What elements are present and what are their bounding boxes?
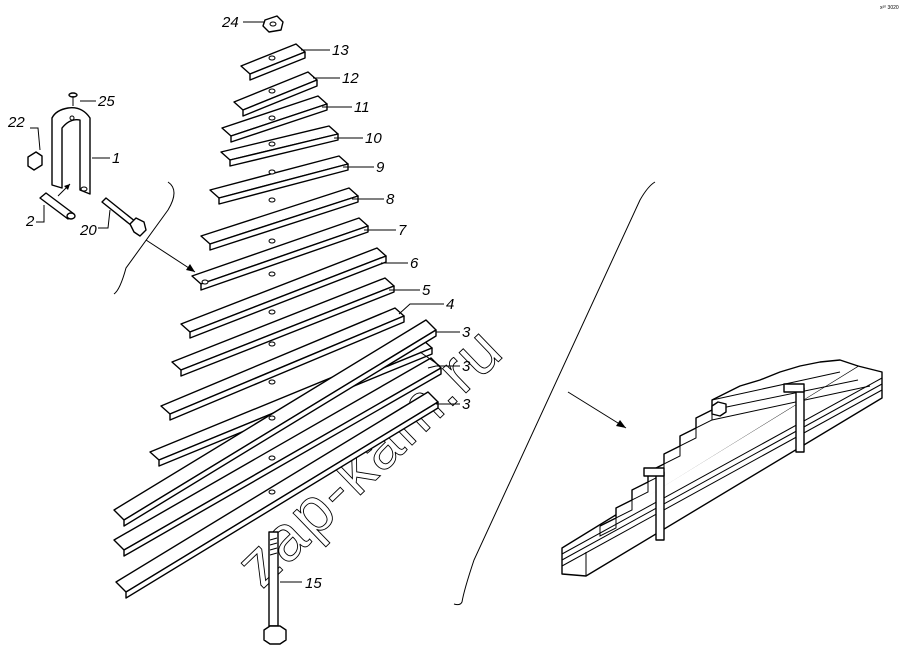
callout-labels: 24 13 12 11 10 9 8 7 6 5 4 3 3 3 22 25 1… xyxy=(7,14,471,592)
nut-22 xyxy=(27,151,43,171)
callout-9: 9 xyxy=(376,159,385,176)
spring-leaf-11 xyxy=(221,95,328,143)
callout-12: 12 xyxy=(342,70,359,87)
callout-24: 24 xyxy=(221,14,239,31)
spring-leaf-3-main-a xyxy=(113,319,437,527)
callout-15: 15 xyxy=(305,575,322,592)
spring-leaf-10 xyxy=(220,125,339,167)
callout-13: 13 xyxy=(332,42,349,59)
spring-leaf-9 xyxy=(209,155,349,205)
assembly-arrowhead xyxy=(616,420,626,428)
spring-leaves-stack xyxy=(113,43,442,599)
clamp-to-leaf-arrowhead xyxy=(186,264,195,272)
callout-6: 6 xyxy=(410,255,419,272)
centre-bolt-15 xyxy=(263,531,287,645)
callout-20: 20 xyxy=(79,222,97,239)
callout-4: 4 xyxy=(446,296,454,313)
callout-7: 7 xyxy=(398,222,407,239)
centre-nut-24 xyxy=(262,15,284,33)
spring-leaf-3-bottom xyxy=(115,391,439,599)
callout-1: 1 xyxy=(112,150,120,167)
callout-3-middle: 3 xyxy=(462,358,471,375)
spring-leaf-4 xyxy=(160,307,405,421)
assembly-arrow xyxy=(567,391,627,429)
corner-code: x²⁰ 3020 xyxy=(880,5,899,11)
callout-leaders xyxy=(30,21,460,583)
assembly-bracket xyxy=(453,181,656,606)
callout-10: 10 xyxy=(365,130,382,147)
clamp-to-leaf-arrow xyxy=(145,239,196,273)
rebound-clip-1 xyxy=(51,107,91,195)
callout-22: 22 xyxy=(7,114,25,131)
spring-leaf-7 xyxy=(191,217,369,291)
spring-leaf-5 xyxy=(171,277,395,377)
spring-leaf-3-main-b xyxy=(113,357,442,557)
bolt-20 xyxy=(101,197,147,237)
callout-3-upper: 3 xyxy=(462,324,471,341)
callout-2: 2 xyxy=(25,213,35,230)
spacer-tube-2 xyxy=(39,192,76,220)
callout-5: 5 xyxy=(422,282,431,299)
spring-leaf-13 xyxy=(240,43,306,81)
rivet-25 xyxy=(68,92,78,106)
clamp-group-bracket xyxy=(113,181,175,295)
callout-25: 25 xyxy=(97,93,115,110)
callout-3-lower: 3 xyxy=(462,396,471,413)
callout-8: 8 xyxy=(386,191,395,208)
spring-leaf-6 xyxy=(180,247,387,339)
spring-leaf-12 xyxy=(233,71,318,117)
spring-leaf-8 xyxy=(200,187,359,251)
assembled-leaf-spring xyxy=(561,359,883,577)
assembly-arrowhead-small xyxy=(64,184,70,190)
callout-11: 11 xyxy=(354,99,370,116)
